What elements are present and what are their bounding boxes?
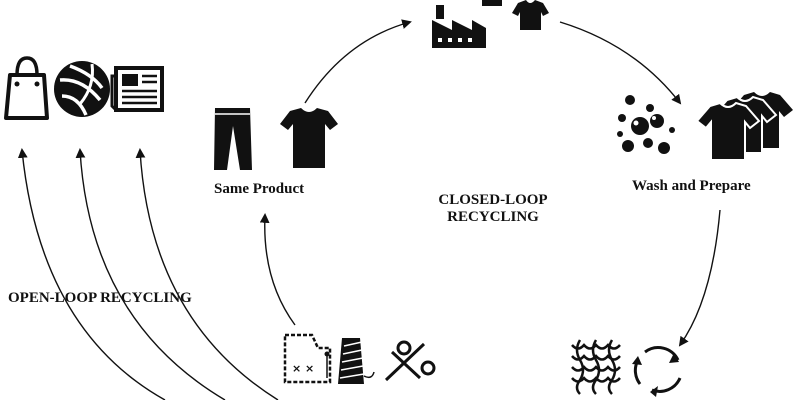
tshirt-icon: [512, 0, 549, 30]
closed-loop-label-line1: CLOSED-LOOP: [438, 192, 548, 208]
arrow-sewing-to-sameproduct: [259, 213, 296, 326]
open-loop-arrow-3: [135, 148, 279, 400]
recycle-arrows-icon: [632, 346, 682, 397]
closed-loop-label-line2: RECYCLING: [447, 208, 539, 225]
shopping-bag-icon: [4, 56, 49, 120]
open-loop-arrow-1: [17, 148, 166, 400]
volleyball-icon: [54, 61, 110, 117]
newspaper-icon: [110, 66, 164, 112]
tshirt-icon: [280, 108, 338, 168]
arrow-sameproduct-to-factory: [304, 19, 412, 104]
sewing-pattern-icon: × ×: [283, 333, 332, 384]
svg-text:× ×: × ×: [292, 362, 314, 375]
arrow-wash-to-fabric: [678, 209, 721, 347]
factory-icon: [432, 0, 502, 48]
arrow-factory-to-wash: [559, 21, 682, 105]
closed-loop-label: CLOSED-LOOP RECYCLING: [420, 192, 566, 225]
wash-and-prepare-label: Wash and Prepare: [632, 178, 751, 194]
open-loop-arrow-2: [75, 148, 226, 400]
woven-fabric-icon: [571, 339, 621, 395]
bubbles-icon: [617, 95, 675, 154]
thread-spool-icon: [338, 338, 375, 384]
open-loop-label: OPEN-LOOP RECYCLING: [8, 290, 192, 306]
scissors-icon: [384, 340, 436, 382]
stacked-tshirts-icon: [695, 92, 793, 161]
same-product-label: Same Product: [214, 181, 305, 197]
pants-icon: [214, 108, 252, 170]
